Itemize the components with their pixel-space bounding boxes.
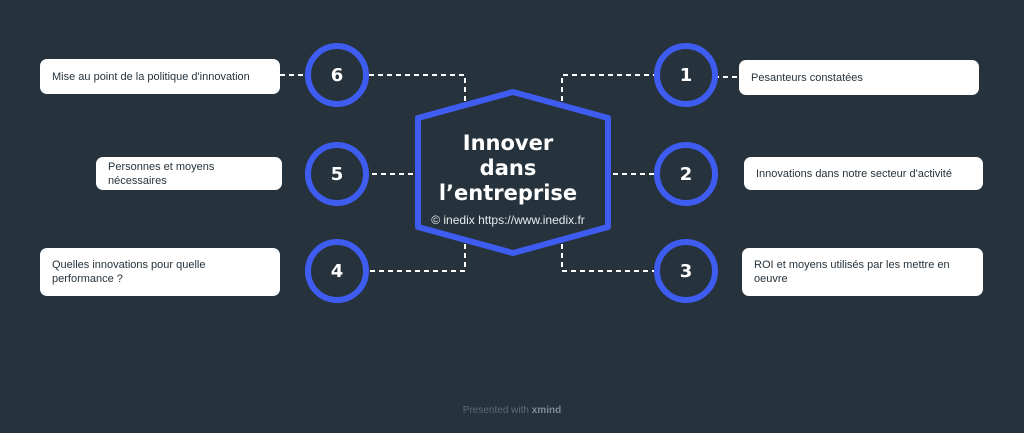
center-title-line-3: l’entreprise [438, 181, 578, 205]
node-box-5[interactable]: Personnes et moyens nécessaires [96, 157, 282, 190]
node-number-1: 1 [679, 64, 693, 86]
center-title-line-2: dans [479, 156, 537, 180]
number-circles [305, 43, 718, 303]
number-circle-6[interactable] [305, 43, 369, 107]
node-label-5: Personnes et moyens nécessaires [108, 160, 215, 187]
number-circle-4[interactable] [305, 239, 369, 303]
node-box-4[interactable]: Quelles innovations pour quelle performa… [40, 248, 280, 296]
node-label-1: Pesanteurs constatées [751, 71, 863, 84]
node-number-3: 3 [679, 260, 693, 282]
footer-credit: Presented with xmind [0, 405, 1024, 416]
footer-text: Presented with [462, 405, 529, 416]
connector-4 [364, 244, 466, 272]
node-number-6: 6 [330, 64, 344, 86]
node-number-2: 2 [679, 163, 693, 185]
node-label-4: Quelles innovations pour quelle performa… [52, 259, 206, 285]
node-number-5: 5 [330, 163, 344, 185]
node-box-2[interactable]: Innovations dans notre secteur d'activit… [744, 157, 983, 190]
node-label-2: Innovations dans notre secteur d'activit… [756, 167, 952, 180]
number-circle-3[interactable] [654, 239, 718, 303]
node-label-3: ROI et moyens utilisés par les mettre en… [754, 259, 950, 285]
connector-lines [280, 74, 740, 272]
footer-brand[interactable]: xmind [531, 405, 562, 416]
connector-1 [561, 74, 658, 101]
number-circle-1[interactable] [654, 43, 718, 107]
watermark: © inedix https://www.inedix.fr [431, 213, 585, 227]
node-box-1[interactable]: Pesanteurs constatées [739, 60, 979, 95]
connector-6 [364, 74, 466, 101]
node-label-6: Mise au point de la politique d'innovati… [52, 70, 250, 83]
center-title-line-1: Innover [462, 131, 554, 155]
node-number-4: 4 [330, 260, 344, 282]
center-title: Innover dans l’entreprise [408, 131, 608, 206]
number-circle-2[interactable] [654, 142, 718, 206]
node-box-6[interactable]: Mise au point de la politique d'innovati… [40, 59, 280, 94]
center-hexagon[interactable] [415, 89, 611, 256]
connector-3 [561, 244, 658, 272]
node-box-3[interactable]: ROI et moyens utilisés par les mettre en… [742, 248, 983, 296]
number-circle-5[interactable] [305, 142, 369, 206]
